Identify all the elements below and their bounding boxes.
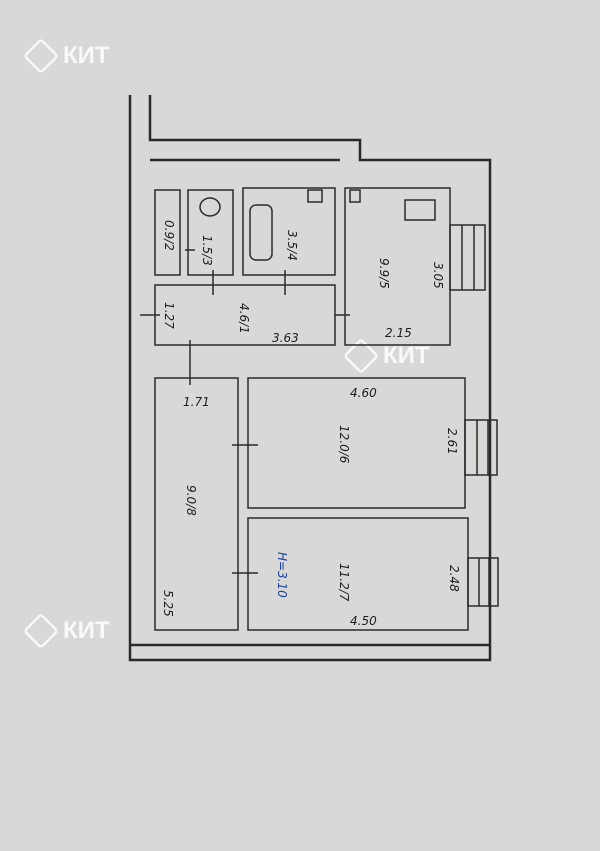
room-8	[154, 377, 239, 631]
door-marks	[140, 249, 350, 574]
dim-kitchen-length: 3.05	[431, 262, 445, 289]
room-4-label: 3.5/4	[285, 230, 299, 261]
room-6-label: 12.0/6	[337, 425, 351, 464]
dim-room6-width: 2.61	[445, 428, 459, 455]
room-5-label: 9.9/5	[377, 258, 391, 289]
room-2-label: 0.9/2	[162, 220, 176, 251]
dim-room7-length: 4.50	[350, 614, 377, 628]
room-2	[154, 189, 181, 276]
watermark-logo: КИТ	[22, 612, 110, 650]
room-4	[242, 187, 336, 276]
dim-corridor-length: 3.63	[272, 331, 299, 345]
fixtures	[199, 189, 436, 261]
toilet-icon	[199, 197, 221, 217]
watermark-logo: КИТ	[342, 337, 430, 375]
windows	[449, 224, 499, 607]
dim-hall-length: 5.25	[161, 590, 175, 617]
dim-hall-width: 1.71	[183, 395, 210, 409]
stove-icon	[404, 199, 436, 221]
outer-walls	[128, 95, 492, 662]
dim-corridor-width: 1.27	[162, 302, 176, 329]
bathtub-icon	[249, 204, 273, 261]
ceiling-height: H=3.10	[275, 552, 289, 598]
room-7-label: 11.2/7	[337, 563, 351, 602]
room-3	[187, 189, 234, 276]
sink-icon	[349, 189, 361, 203]
dim-room6-length: 4.60	[350, 386, 377, 400]
dim-kitchen-width: 2.15	[385, 326, 412, 340]
dim-room7-width: 2.48	[447, 565, 461, 592]
sink-icon	[307, 189, 323, 203]
watermark-logo: КИТ	[22, 37, 110, 75]
room-8-label: 9.0/8	[184, 485, 198, 516]
room-1-label: 4.6/1	[237, 303, 251, 334]
room-3-label: 1.5/3	[200, 235, 214, 266]
